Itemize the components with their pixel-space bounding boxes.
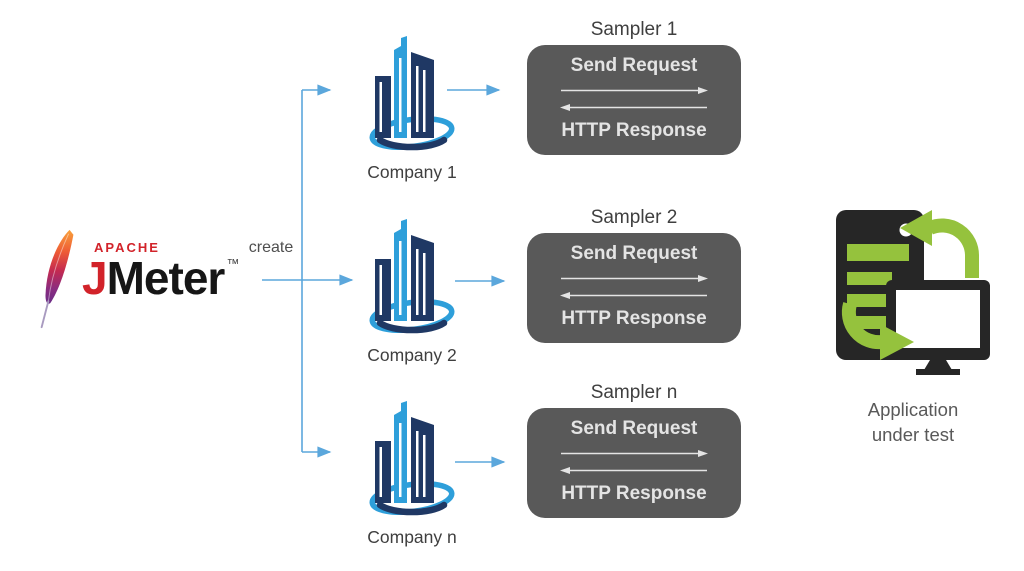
http-response-label: HTTP Response [561,120,707,142]
sampler-box: Send Request HTTP Response [527,408,741,518]
company-1: Company 1 [352,36,472,183]
request-arrow-icon [561,86,708,94]
company-building-icon [369,401,455,516]
apache-label: APACHE [94,240,160,255]
sampler-2: Sampler 2 Send Request HTTP Response [527,206,741,343]
send-request-label: Send Request [570,418,698,439]
application-label: Application under test [868,398,959,448]
send-request-label: Send Request [570,55,698,76]
company-2: Company 2 [352,219,472,366]
request-arrow-icon [561,274,708,282]
response-arrow-icon [560,104,707,112]
application-label-line2: under test [871,423,955,445]
jmeter-j-letter: J [82,252,108,304]
company-building-icon [369,36,455,151]
sampler-n: Sampler n Send Request HTTP Response [527,381,741,518]
sampler-box: Send Request HTTP Response [527,45,741,155]
application-label-line1: Application [867,399,959,420]
trademark-symbol: ™ [226,256,240,271]
company-label: Company n [367,527,457,547]
sampler-1: Sampler 1 Send Request HTTP Response [527,18,741,155]
sampler-title: Sampler 1 [590,19,678,40]
company-label: Company 1 [367,162,457,182]
http-response-label: HTTP Response [561,483,707,505]
http-response-label: HTTP Response [561,308,707,330]
response-arrow-icon [560,292,707,300]
sampler-box: Send Request HTTP Response [527,233,741,343]
response-arrow-icon [560,467,707,475]
apache-feather-icon [40,229,74,329]
company-n: Company n [352,401,472,548]
sampler-title: Sampler 2 [590,207,678,228]
application-under-test-icon [836,210,990,375]
request-arrow-icon [561,449,708,457]
company-building-icon [369,219,455,334]
application-under-test: Application under test [828,206,998,448]
company-label: Company 2 [367,345,457,365]
jmeter-rest: Meter [106,252,226,304]
create-label: create [248,239,294,256]
send-request-label: Send Request [570,243,698,264]
sampler-title: Sampler n [590,382,678,403]
